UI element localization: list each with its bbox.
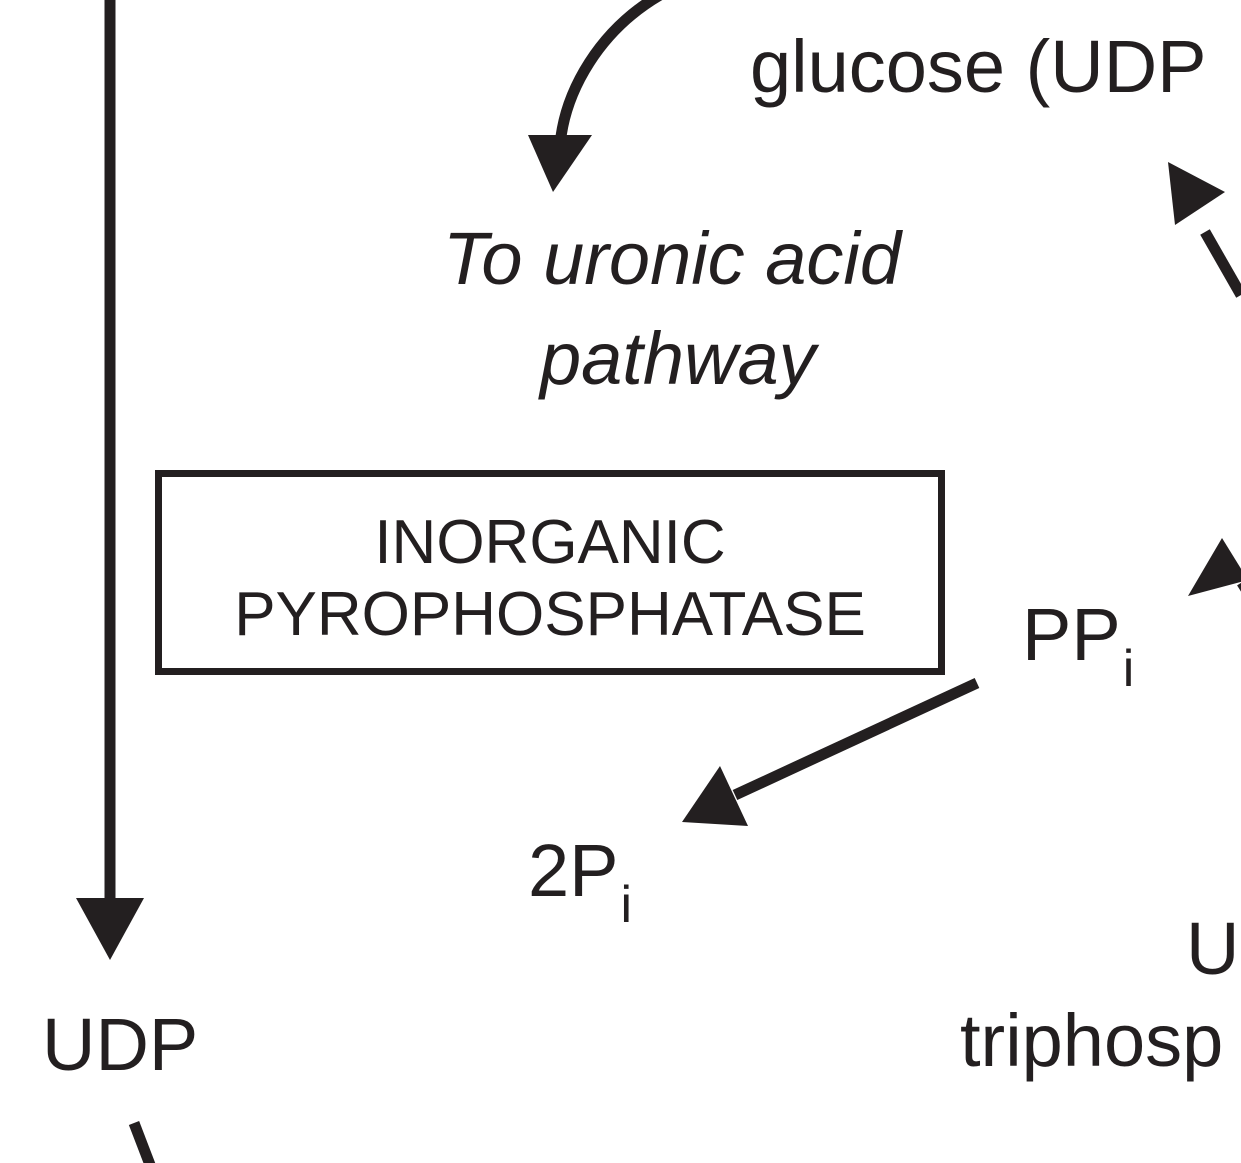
enzyme-label-line2: PYROPHOSPHATASE — [234, 580, 866, 649]
udp-bottom-stub — [128, 1121, 156, 1163]
utp-label-line2: triphosp — [960, 999, 1224, 1082]
vertical-arrowhead — [76, 898, 144, 960]
uronic-label-line1: To uronic acid — [443, 217, 901, 300]
udpglucose-arrowhead — [1168, 162, 1225, 225]
enzyme-box: INORGANIC PYROPHOSPHATASE — [155, 470, 945, 675]
uronic-label-line2: pathway — [540, 317, 816, 400]
udp-label: UDP — [42, 1003, 199, 1086]
uronic-curve-arrow — [554, 0, 663, 146]
ppi-to-2pi-arrowhead — [682, 766, 748, 826]
2pi-subscript: i — [620, 876, 633, 934]
ppi-subscript: i — [1122, 640, 1135, 698]
ppi-main: PP — [1022, 593, 1121, 676]
2pi-main: 2P — [528, 829, 619, 912]
ppi-label: PPi — [1022, 598, 1134, 696]
2pi-label: 2Pi — [528, 834, 632, 932]
uronic-arrowhead — [528, 135, 592, 192]
ppi-to-2pi-arrow-line — [732, 678, 980, 800]
utp-label-line1: U — [1186, 907, 1240, 990]
udp-glucose-label: glucose (UDP — [750, 25, 1207, 108]
enzyme-label-line1: INORGANIC — [374, 508, 726, 577]
ppi-in-arrowhead — [1188, 538, 1241, 596]
enzyme-label: INORGANIC PYROPHOSPHATASE — [162, 507, 938, 651]
udpglucose-arrow-line — [1200, 229, 1241, 298]
